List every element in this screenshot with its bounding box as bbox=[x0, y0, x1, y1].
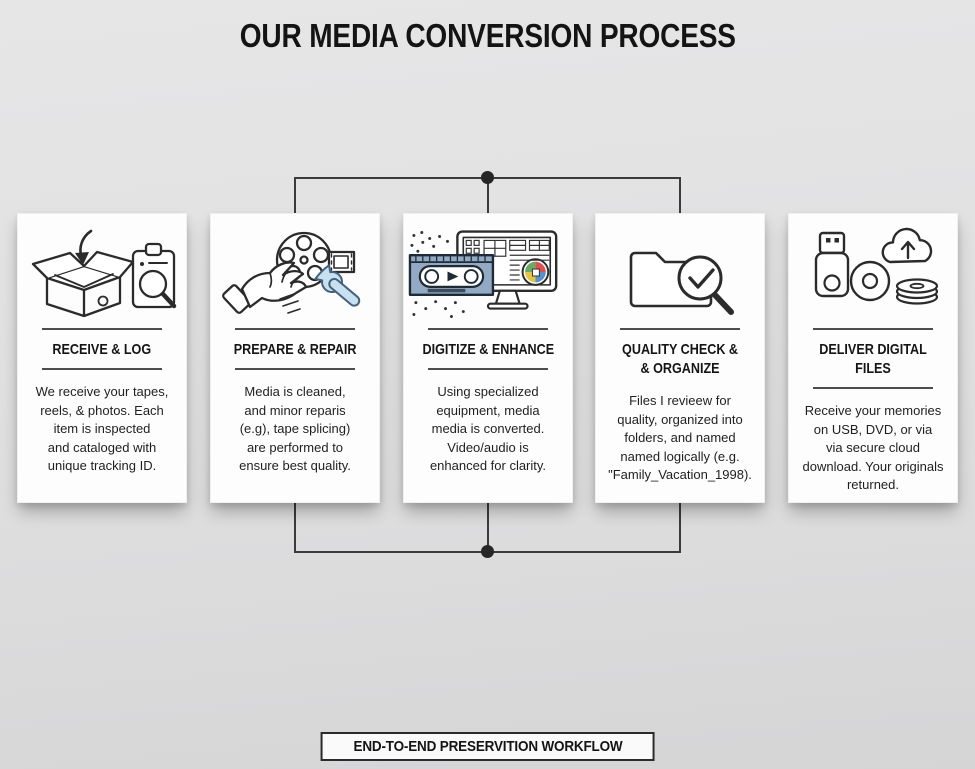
card-title: PREPARE & REPAIR bbox=[233, 341, 357, 358]
connector-top-right-vertical bbox=[679, 177, 681, 214]
connector-bottom-center-vertical bbox=[487, 503, 489, 553]
page-title: OUR MEDIA CONVERSION PROCESS bbox=[0, 17, 975, 55]
card-title: RECEIVE & LOG bbox=[52, 341, 152, 358]
footer-banner-label: END-TO-END PRESERVITION WORKFLOW bbox=[352, 738, 623, 755]
divider bbox=[428, 368, 548, 370]
divider bbox=[42, 328, 162, 330]
card-title: DIGITIZE & ENHANCE bbox=[422, 341, 554, 358]
step-card-deliver-digital-files: DELIVER DIGITAL FILES Receive your memor… bbox=[788, 213, 958, 503]
page-title-text: OUR MEDIA CONVERSION PROCESS bbox=[239, 17, 736, 54]
divider bbox=[42, 368, 162, 370]
card-body: Using specialized equipment, media media… bbox=[429, 384, 547, 473]
connector-top-center-vertical bbox=[487, 177, 489, 214]
card-title: QUALITY CHECK & & ORGANIZE bbox=[622, 341, 738, 377]
footer-banner: END-TO-END PRESERVITION WORKFLOW bbox=[320, 732, 655, 761]
step-card-prepare-repair: PREPARE & REPAIR Media is cleaned, and m… bbox=[210, 213, 380, 503]
connector-top-node-dot bbox=[481, 171, 494, 184]
step-card-quality-check-organize: QUALITY CHECK & & ORGANIZE Files I revie… bbox=[595, 213, 765, 503]
folder-magnifier-check-icon bbox=[598, 226, 762, 324]
connector-bottom-node-dot bbox=[481, 545, 494, 558]
card-body: Receive your memories on USB, DVD, or vi… bbox=[802, 403, 944, 492]
divider bbox=[620, 328, 740, 330]
divider bbox=[813, 328, 933, 330]
connector-bottom-left-vertical bbox=[294, 503, 296, 553]
usb-disc-cloud-icon bbox=[791, 226, 955, 324]
open-box-and-clipboard-icon bbox=[20, 226, 184, 324]
vhs-tape-monitor-icon bbox=[406, 226, 570, 324]
card-body: We receive your tapes, reels, & photos. … bbox=[35, 384, 169, 473]
connector-bottom-right-vertical bbox=[679, 503, 681, 553]
divider bbox=[813, 387, 933, 389]
connector-top-left-vertical bbox=[294, 177, 296, 214]
divider bbox=[235, 328, 355, 330]
card-body: Files I revieew for quality, organized i… bbox=[608, 393, 752, 482]
card-title: DELIVER DIGITAL FILES bbox=[819, 341, 927, 377]
step-card-digitize-enhance: DIGITIZE & ENHANCE Using specialized equ… bbox=[403, 213, 573, 503]
card-body: Media is cleaned, and minor reparis (e.g… bbox=[239, 384, 351, 473]
film-reel-hand-wrench-icon bbox=[213, 226, 377, 324]
divider bbox=[235, 368, 355, 370]
divider bbox=[428, 328, 548, 330]
step-card-receive-log: RECEIVE & LOG We receive your tapes, ree… bbox=[17, 213, 187, 503]
